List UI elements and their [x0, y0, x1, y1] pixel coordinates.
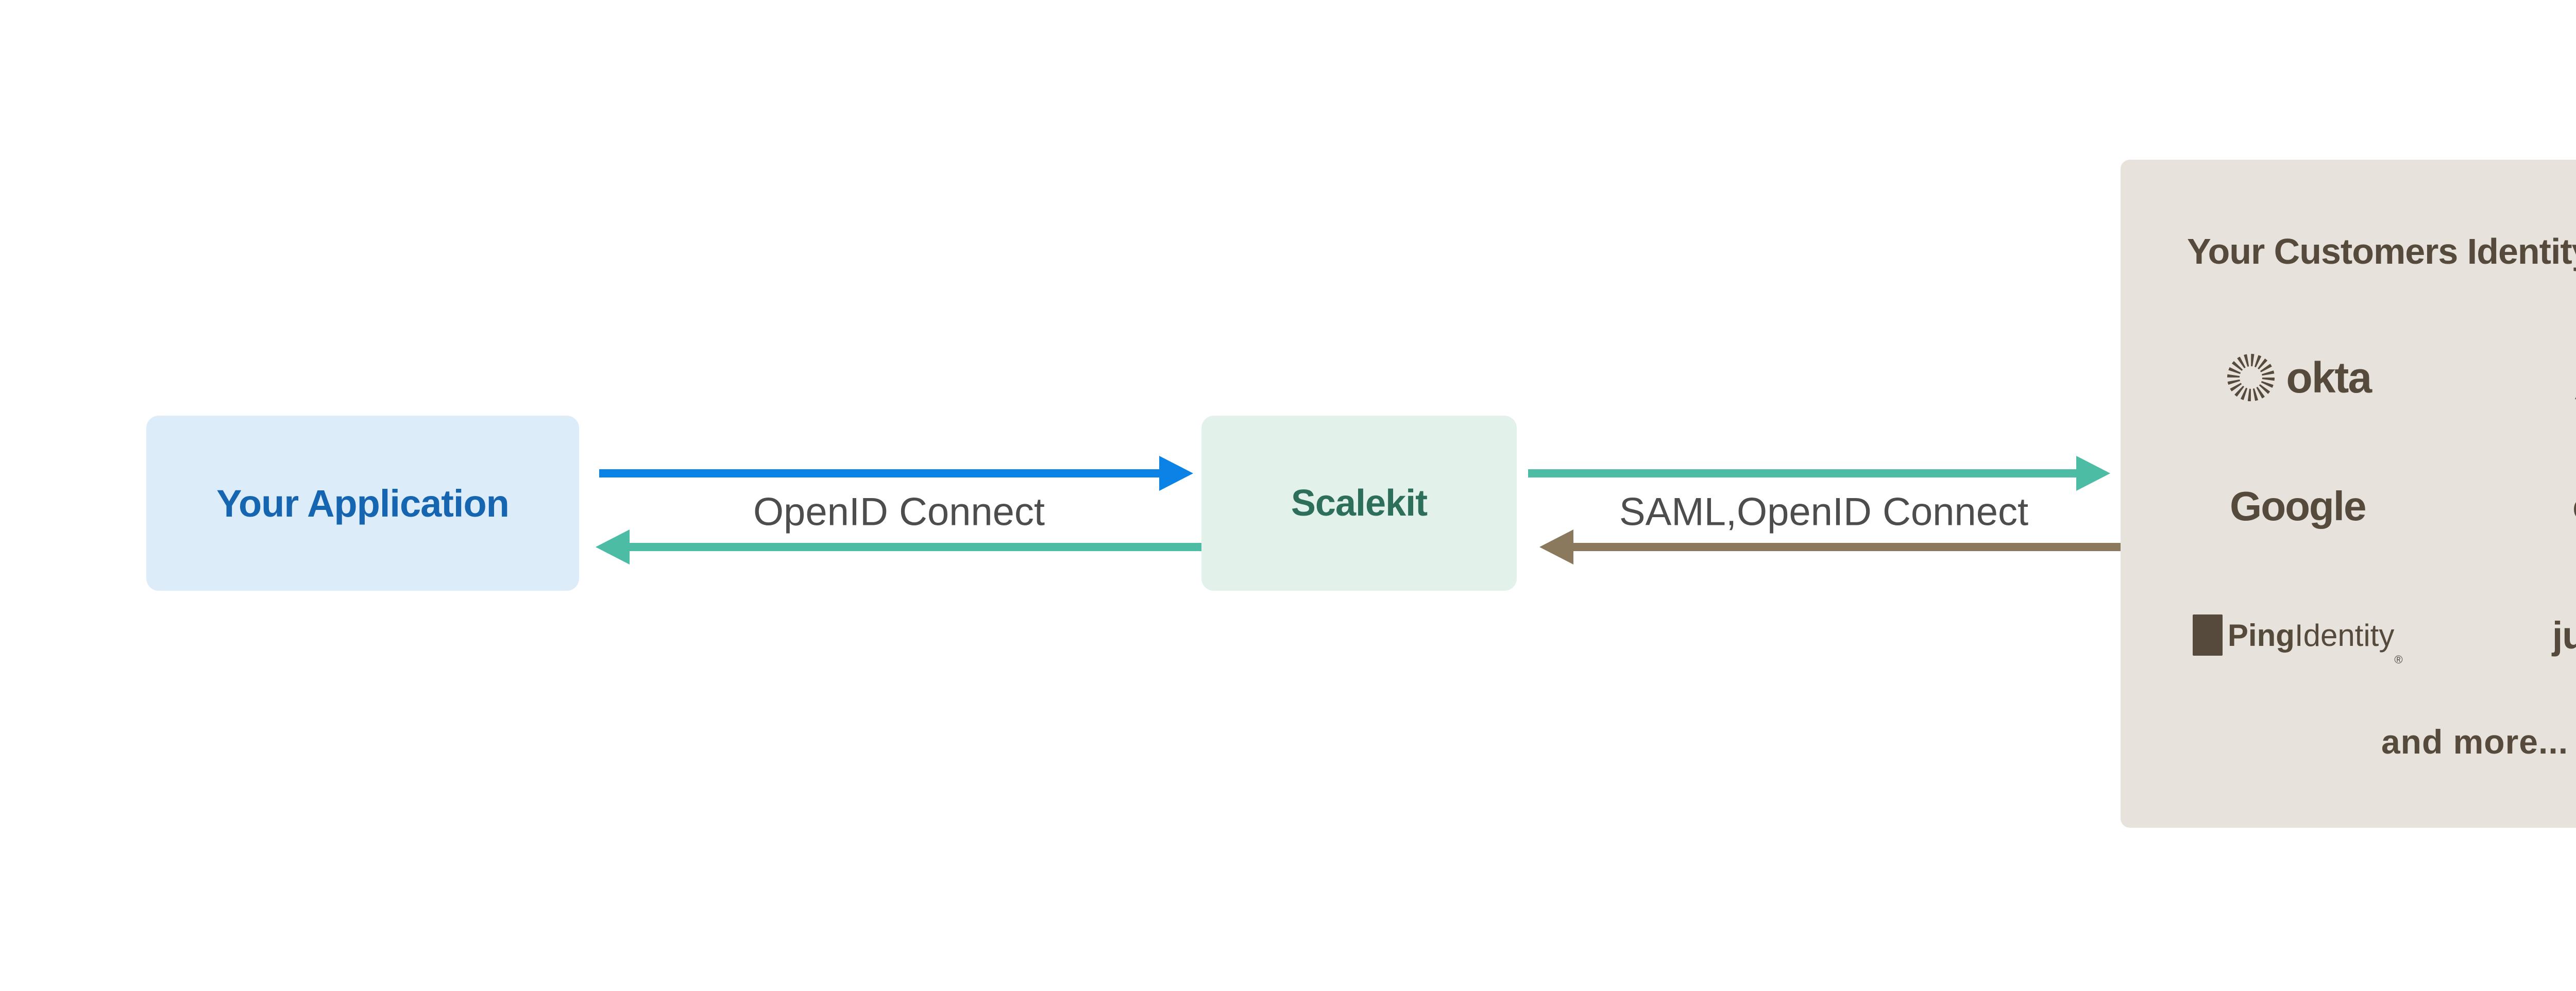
logo-jumpcloud: jumpcloud ™ — [2475, 571, 2576, 699]
logo-pingidentity: Ping Identity ® — [2121, 571, 2475, 699]
logo-onelogin: onelogin — [2475, 442, 2576, 571]
scalekit-box: Scalekit — [1201, 416, 1517, 591]
idp-more-label: and more... — [2381, 723, 2569, 761]
idp-logo-grid: okta Azure Google onelogin Ping Identity… — [2121, 313, 2576, 699]
ping-square-icon — [2192, 614, 2223, 656]
google-wordmark: Google — [2229, 483, 2367, 529]
okta-wordmark: okta — [2286, 353, 2372, 402]
arrow-scalekit-to-idp-icon — [1528, 456, 2110, 491]
jumpcloud-wordmark: jumpcloud — [2552, 613, 2576, 657]
scalekit-label: Scalekit — [1291, 483, 1428, 524]
arrow-scalekit-to-app-icon — [596, 529, 1201, 565]
registered-mark: ® — [2394, 653, 2403, 666]
logo-google: Google — [2121, 442, 2475, 571]
idp-panel: Your Customers Identity Providers okta A… — [2121, 160, 2576, 828]
ping-wordmark-regular: Identity — [2294, 618, 2395, 653]
your-application-box: Your Application — [146, 416, 579, 591]
arrow-idp-to-scalekit-icon — [1539, 529, 2121, 565]
flow1-protocol-label: OpenID Connect — [753, 490, 1045, 534]
ping-wordmark-bold: Ping — [2227, 618, 2295, 653]
idp-panel-title: Your Customers Identity Providers — [2187, 231, 2576, 271]
okta-sunburst-icon — [2227, 354, 2275, 401]
your-application-label: Your Application — [216, 482, 510, 525]
logo-azure: Azure — [2475, 313, 2576, 442]
flow2-protocol-label: SAML,OpenID Connect — [1619, 490, 2029, 534]
arrow-app-to-scalekit-icon — [599, 456, 1193, 491]
azure-triangle-icon — [2574, 397, 2576, 399]
logo-okta: okta — [2121, 313, 2475, 442]
onelogin-wordmark: onelogin — [2572, 484, 2576, 529]
